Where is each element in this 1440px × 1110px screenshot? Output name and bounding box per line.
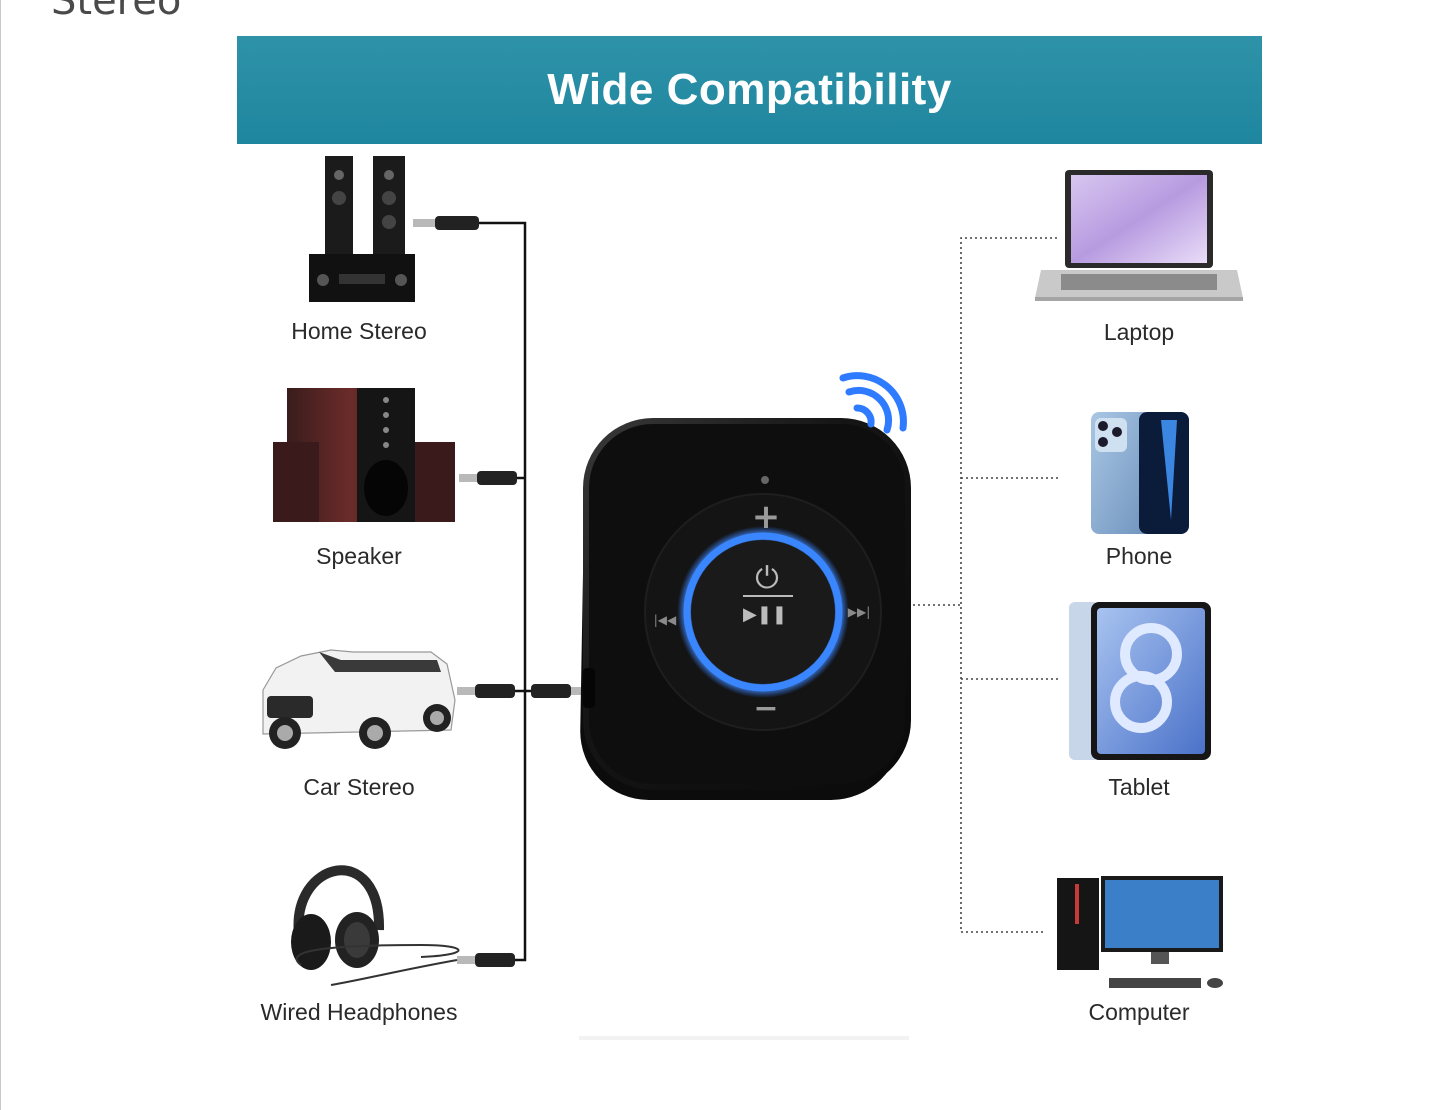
device-label-tablet: Tablet — [1108, 774, 1170, 800]
device-label-car-stereo: Car Stereo — [303, 774, 415, 800]
receiver-plus-symbol: + — [752, 497, 781, 537]
device-label-speaker: Speaker — [316, 543, 402, 569]
device-label-computer: Computer — [1088, 999, 1190, 1025]
left-cable-bus — [479, 221, 571, 962]
desktop-computer-icon — [1057, 876, 1223, 988]
device-label-wired-headphones: Wired Headphones — [260, 999, 458, 1025]
banner-title: Wide Compatibility — [547, 65, 952, 114]
receiver-prev-symbol: |◀◀ — [654, 613, 677, 627]
device-label-laptop: Laptop — [1103, 319, 1175, 345]
receiver-power-symbol: ⏻ — [755, 561, 779, 596]
laptop-icon — [1035, 170, 1243, 301]
receiver-next-symbol: ▶▶| — [848, 605, 871, 619]
receiver-minus-symbol: − — [753, 691, 778, 726]
wireless-signal-icon — [839, 372, 907, 434]
car-icon — [262, 649, 456, 749]
device-label-home-stereo: Home Stereo — [291, 318, 427, 344]
header-banner: Wide Compatibility — [237, 36, 1262, 144]
right-dotted-connectors — [913, 237, 1059, 933]
speakers-stereo-icon — [309, 156, 415, 302]
clipped-top-text: Stereo — [51, 0, 182, 24]
receiver-play-pause-symbol: ▶❚❚ — [743, 604, 787, 625]
headphones-icon — [291, 865, 460, 986]
bluetooth-receiver-icon — [580, 418, 911, 800]
device-label-phone: Phone — [1105, 543, 1173, 569]
phone-icon — [1091, 412, 1189, 534]
subwoofer-speaker-icon — [273, 388, 455, 522]
tablet-icon — [1069, 602, 1211, 760]
